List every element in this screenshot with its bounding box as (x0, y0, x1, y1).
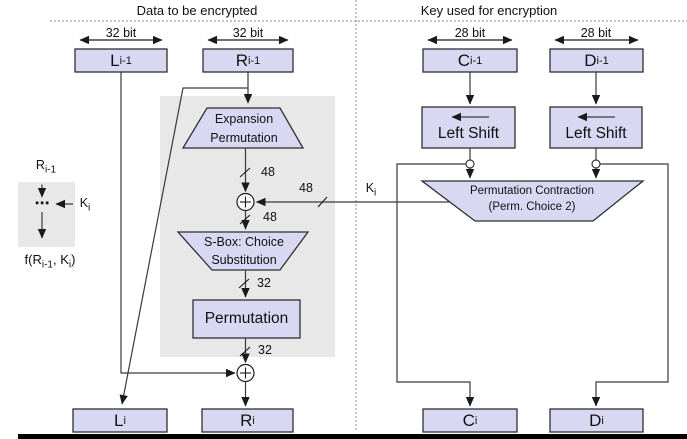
legend-input-label: Ri-1 (35, 158, 56, 175)
box-c-cur (422, 408, 518, 433)
register-letter: L (110, 50, 120, 70)
bit-label-d: 28 bit (580, 26, 612, 40)
box-c-prev (422, 48, 518, 73)
expansion-permutation-label: Expansion Permutation (210, 110, 277, 148)
section-title-data: Data to be encrypted (136, 3, 258, 18)
label-48-subkey: 48 (299, 181, 313, 195)
subkey-subscript: i (374, 187, 377, 199)
box-r-cur (201, 408, 294, 433)
branch-node-c (465, 159, 475, 169)
bit-label-r: 32 bit (232, 26, 264, 40)
label-32-sbox-out: 32 (257, 276, 271, 290)
legend-output-part: , K (52, 252, 69, 267)
sbox-trapezoid (176, 231, 310, 271)
register-letter: C (462, 410, 475, 430)
function-blocks (176, 106, 645, 339)
label-subkey-k: Ki (365, 181, 377, 198)
bus-width-ticks (238, 167, 328, 357)
sbox-label: S-Box: Choice Substitution (204, 233, 284, 269)
legend-output-part: ) (71, 252, 76, 267)
legend-input-subscript: i-1 (44, 164, 57, 176)
register-letter: D (584, 50, 597, 70)
perm-contraction-line1: Permutation Contraction (469, 185, 595, 197)
box-l-prev (74, 48, 168, 73)
xor-nodes (236, 192, 255, 383)
expansion-line1: Expansion (214, 112, 274, 126)
section-title-key: Key used for encryption (420, 3, 558, 18)
left-shift-d-box (549, 106, 643, 149)
legend-key-subscript: i (88, 202, 91, 214)
box-d-cur (549, 408, 644, 433)
register-letter: L (114, 410, 124, 430)
register-letter: R (235, 50, 249, 70)
permutation-contraction-trapezoid (420, 180, 645, 222)
register-letter: D (589, 410, 602, 430)
tick-32-sbox-out (238, 278, 250, 289)
left-shift-c-label: Left Shift (437, 125, 500, 142)
wires (37, 72, 669, 407)
bit-label-c: 28 bit (454, 26, 486, 40)
expansion-permutation-trapezoid (181, 107, 305, 149)
legend-input-letter: R (35, 158, 45, 172)
legend-output-label: f(Ri-1, Ki) (24, 252, 76, 271)
perm-contraction-label: Permutation Contraction (Perm. Choice 2) (470, 184, 594, 215)
bottom-window-bar (18, 434, 687, 439)
tick-48-sbox-in (239, 214, 251, 225)
wire-lprev-to-xor2 (120, 72, 236, 378)
expansion-line2: Permutation (210, 131, 278, 145)
legend-key-label: Ki (79, 196, 91, 213)
left-shift-d-label: Left Shift (565, 125, 627, 142)
tick-32-perm-out (239, 346, 251, 357)
legend-key-letter: K (79, 196, 89, 210)
permutation-box (192, 299, 301, 339)
box-d-prev (549, 48, 644, 73)
register-letter: C (457, 50, 471, 70)
tick-48-expansion (239, 167, 251, 178)
wire-rprev-to-lcur (119, 87, 248, 405)
bit-label-l: 32 bit (105, 26, 137, 40)
legend-dots: ⋯ (34, 195, 50, 212)
legend-panel (18, 182, 75, 247)
left-shift-c-box (421, 106, 516, 149)
tick-48-subkey (317, 196, 328, 208)
box-l-cur (72, 408, 168, 433)
legend-output-sub: i (68, 259, 72, 271)
register-letter: R (240, 410, 253, 430)
box-r-prev (202, 48, 294, 73)
subkey-letter: K (365, 181, 375, 195)
branch-node-d (591, 159, 601, 169)
register-boxes (72, 48, 644, 433)
legend-output-part: f(R (24, 252, 42, 267)
legend-output-sub: i-1 (41, 259, 53, 271)
sbox-line1: S-Box: Choice (204, 235, 284, 249)
label-48-expansion-out: 48 (261, 165, 275, 179)
sbox-line2: Substitution (211, 253, 277, 267)
wire-loop-to-ccur (396, 163, 475, 407)
label-48-xor-out: 48 (263, 210, 277, 224)
label-32-perm-out: 32 (258, 343, 272, 357)
wire-loop-to-dcur (591, 163, 669, 407)
permutation-label: Permutation (204, 310, 289, 327)
perm-contraction-line2: (Perm. Choice 2) (488, 200, 576, 213)
